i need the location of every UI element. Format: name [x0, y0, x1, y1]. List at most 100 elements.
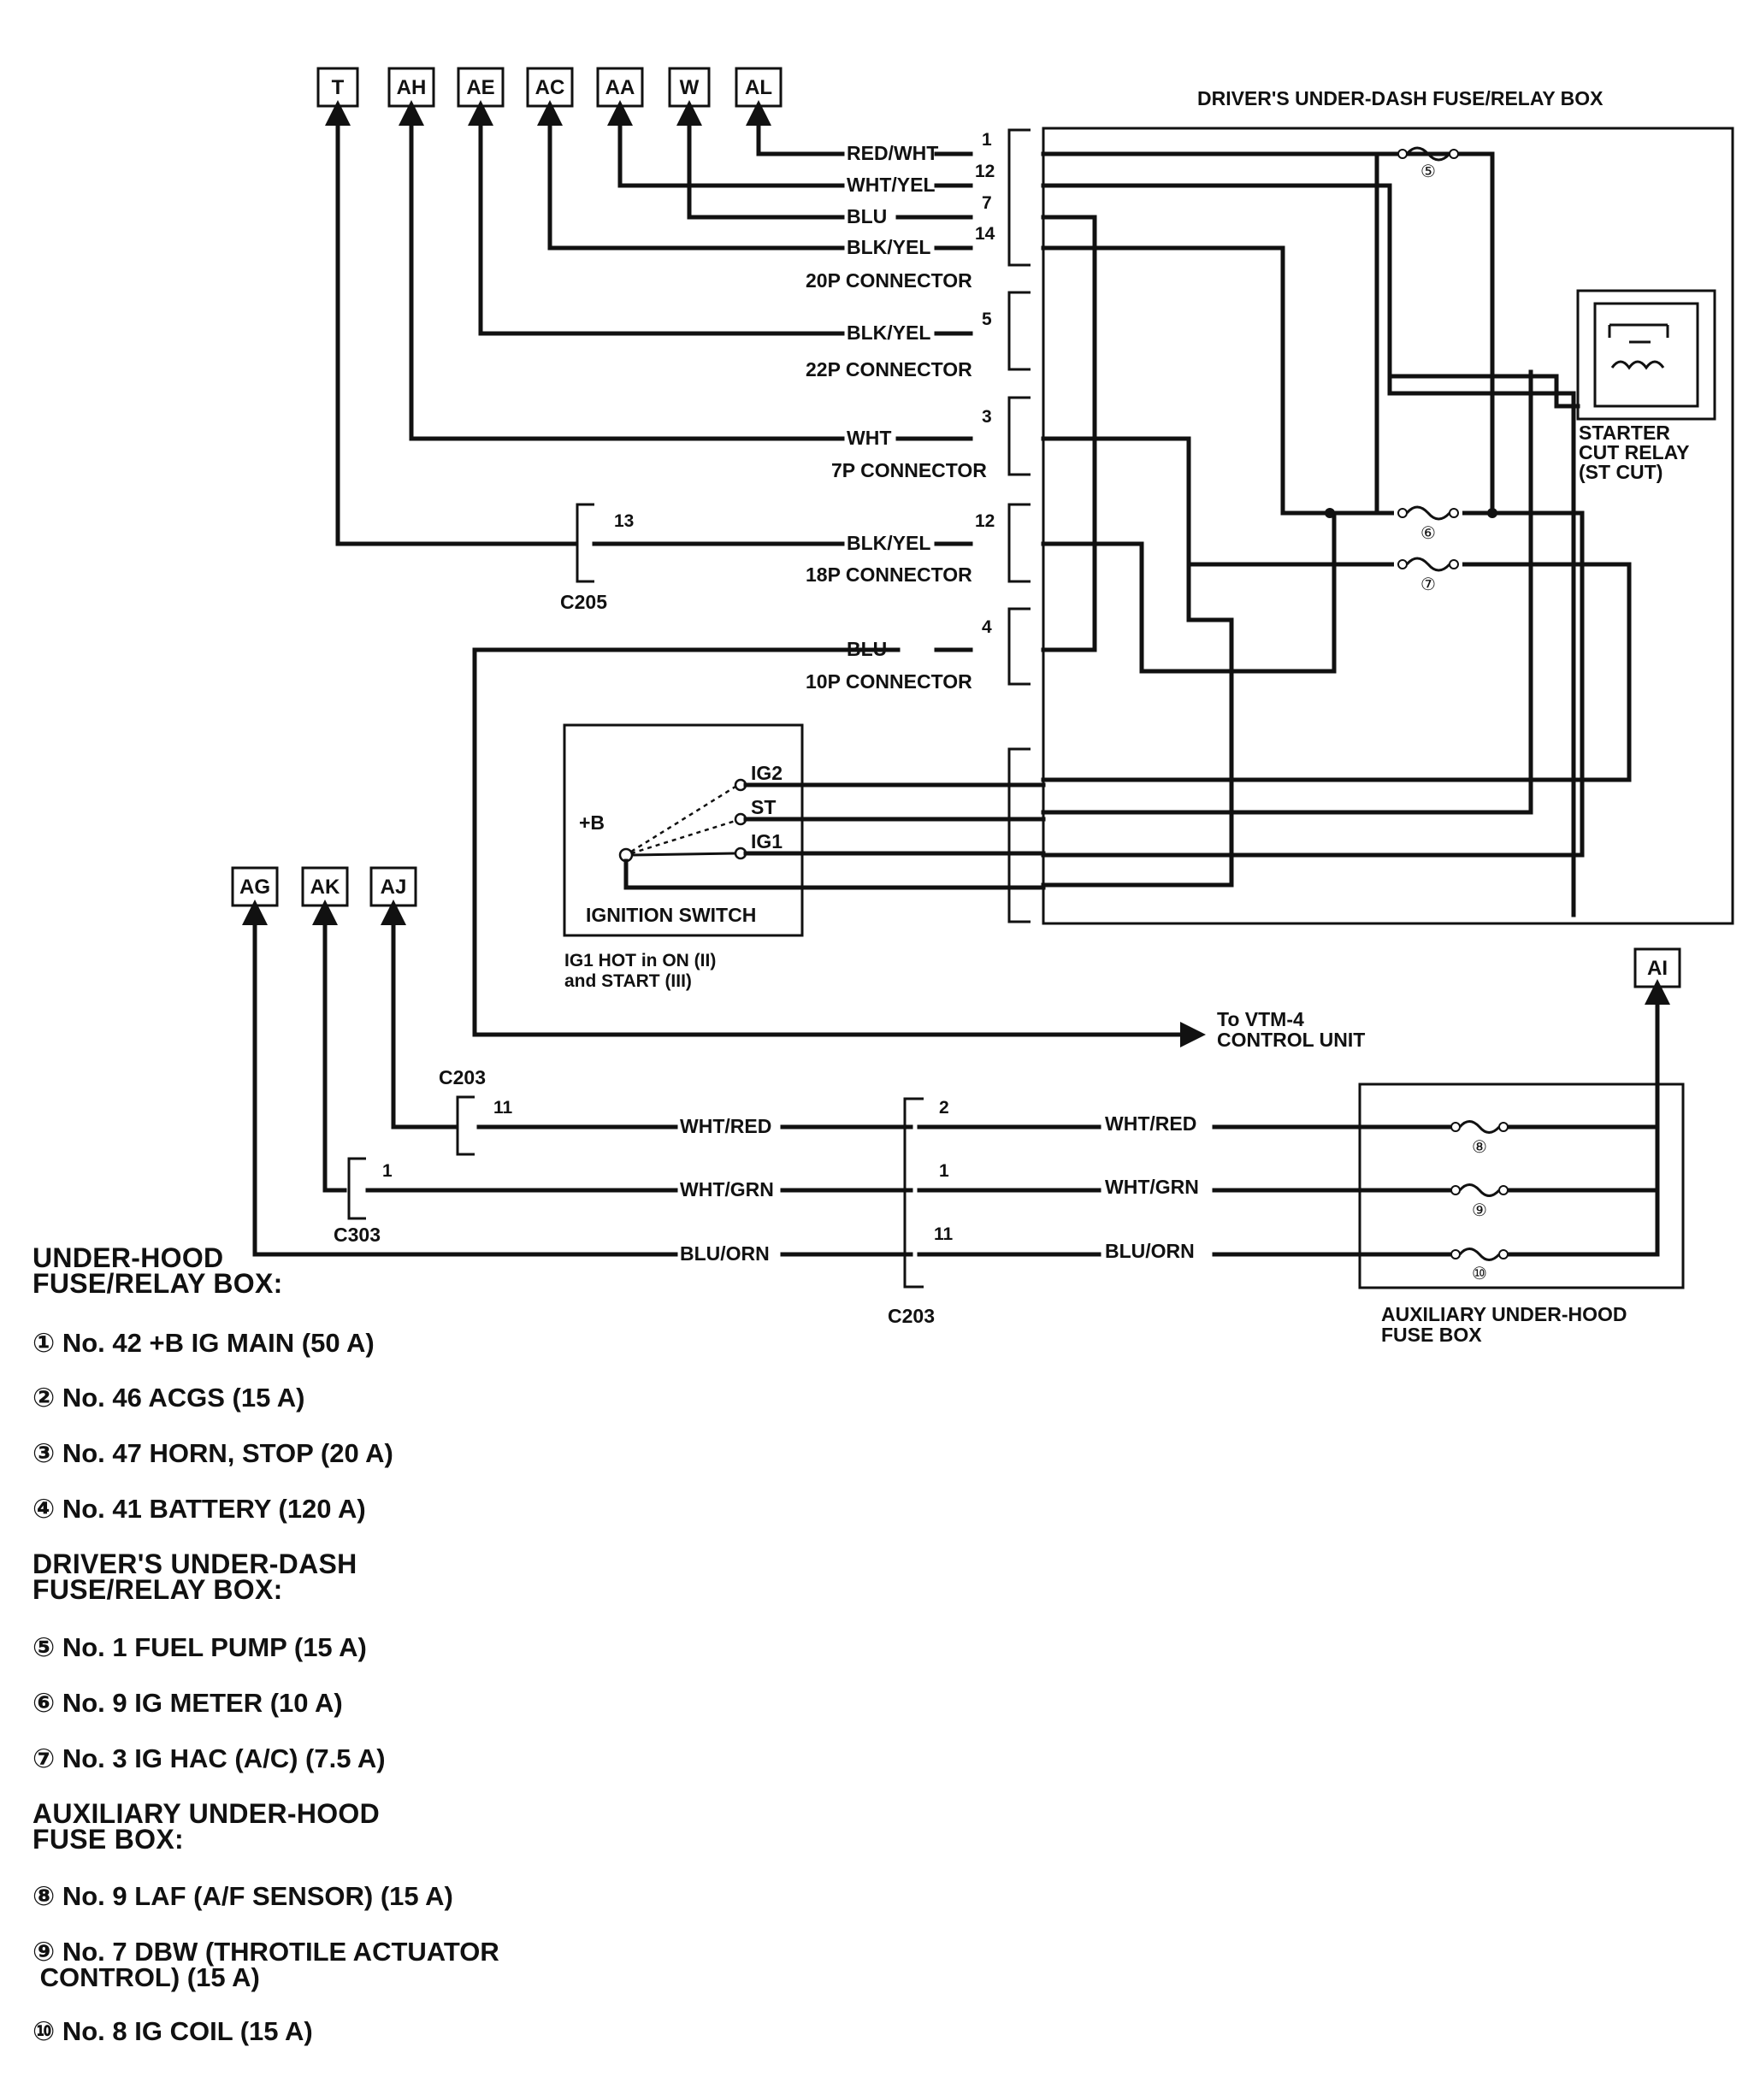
connector-7p — [1007, 396, 1031, 476]
wire-blk-yel-t — [325, 100, 577, 546]
terminal-ae: AE — [457, 67, 505, 108]
legend-under-hood-title: UNDER-HOOD FUSE/RELAY BOX: — [32, 1242, 283, 1299]
pin-4: 4 — [982, 617, 992, 637]
terminal-ah: AH — [387, 67, 435, 108]
svg-text:CONTROL UNIT: CONTROL UNIT — [1217, 1029, 1365, 1051]
ignition-switch-title: IGNITION SWITCH — [586, 904, 756, 926]
wire-blu-orn — [242, 900, 678, 1257]
svg-text:AA: AA — [605, 76, 635, 99]
fuse-8: ⑧ — [1450, 1120, 1509, 1157]
pin-12: 12 — [975, 162, 995, 181]
wire-wht-grn — [312, 900, 347, 1193]
connector-22p — [1007, 291, 1031, 371]
pin-1: 1 — [982, 130, 992, 150]
aux-box-label: AUXILIARY UNDER-HOOD FUSE BOX — [1381, 1303, 1627, 1346]
svg-text:AUXILIARY UNDER-HOOD: AUXILIARY UNDER-HOOD — [1381, 1303, 1627, 1325]
wire-wht-yel — [607, 100, 845, 188]
label-10p: 10P CONNECTOR — [806, 670, 972, 693]
terminal-ac: AC — [526, 67, 574, 108]
svg-text:AK: AK — [310, 876, 340, 899]
svg-text:To VTM-4: To VTM-4 — [1217, 1008, 1304, 1030]
ign-st: ST — [751, 796, 776, 818]
pin-7: 7 — [982, 193, 992, 213]
connector-c205 — [576, 503, 594, 583]
svg-text:AH: AH — [397, 76, 427, 99]
svg-text:⑧: ⑧ — [1472, 1138, 1487, 1157]
label-c303: C303 — [334, 1224, 381, 1246]
wire-label-blu-orn-l: BLU/ORN — [680, 1242, 770, 1265]
pin-c303-1: 1 — [382, 1161, 393, 1181]
pin-c203b-11: 11 — [934, 1224, 954, 1244]
pin-14: 14 — [975, 224, 995, 244]
pin-5: 5 — [982, 310, 992, 329]
svg-text:T: T — [332, 76, 345, 99]
wire-label-blk-yel: BLK/YEL — [847, 236, 930, 258]
legend-item-5: ⑤ No. 1 FUEL PUMP (15 A) — [32, 1632, 367, 1662]
legend-item-6: ⑥ No. 9 IG METER (10 A) — [32, 1688, 343, 1718]
label-c203-bottom: C203 — [888, 1305, 935, 1327]
legend-item-10: ⑩ No. 8 IG COIL (15 A) — [32, 2016, 313, 2046]
wire-label-wht-yel: WHT/YEL — [847, 174, 936, 196]
wire-label-wht-red-r: WHT/RED — [1105, 1112, 1196, 1135]
terminal-ai: AI — [1633, 947, 1681, 988]
svg-text:AL: AL — [745, 76, 772, 99]
svg-text:AJ: AJ — [381, 876, 407, 899]
fuse-7-mark: ⑦ — [1420, 575, 1436, 594]
label-7p: 7P CONNECTOR — [831, 459, 987, 481]
wire-label-wht: WHT — [847, 427, 891, 449]
relay-label: STARTER CUT RELAY (ST CUT) — [1579, 422, 1690, 483]
under-dash-box-title: DRIVER'S UNDER-DASH FUSE/RELAY BOX — [1197, 87, 1603, 109]
legend-item-3: ③ No. 47 HORN, STOP (20 A) — [32, 1438, 393, 1468]
connector-18p — [1007, 503, 1031, 583]
starter-cut-relay — [1576, 289, 1716, 421]
wire-label-wht-grn-r: WHT/GRN — [1105, 1176, 1199, 1198]
wire-blk-yel-ac — [537, 100, 845, 251]
wire-red-wht — [746, 100, 845, 156]
connector-c203-bottom — [903, 1097, 924, 1289]
legend-item-4: ④ No. 41 BATTERY (120 A) — [32, 1494, 366, 1524]
pin-3: 3 — [982, 407, 992, 427]
wire-label-blu-orn-r: BLU/ORN — [1105, 1240, 1195, 1262]
svg-text:⑨: ⑨ — [1472, 1201, 1487, 1220]
terminal-aj: AJ — [369, 866, 417, 907]
connector-c303 — [347, 1157, 366, 1220]
connector-20p — [1007, 128, 1031, 267]
pin-12b: 12 — [975, 511, 995, 531]
svg-text:(ST CUT): (ST CUT) — [1579, 461, 1663, 483]
ignition-note: IG1 HOT in ON (II) and START (III) — [564, 951, 716, 991]
svg-text:AG: AG — [239, 876, 270, 899]
ignition-switch — [563, 723, 804, 937]
svg-text:and START (III): and START (III) — [564, 971, 692, 991]
svg-text:CUT RELAY: CUT RELAY — [1579, 441, 1690, 463]
legend-item-7: ⑦ No. 3 IG HAC (A/C) (7.5 A) — [32, 1743, 386, 1773]
terminal-ag: AG — [231, 866, 279, 907]
svg-text:AI: AI — [1647, 957, 1668, 980]
pin-c203b-2: 2 — [939, 1098, 949, 1118]
wire-blu-vtm — [472, 647, 1206, 1047]
svg-text:⑩: ⑩ — [1472, 1265, 1487, 1283]
ign-plus-b: +B — [579, 811, 605, 834]
wire-label-blu: BLU — [847, 205, 887, 227]
aux-fuse-box — [1358, 1082, 1685, 1289]
fuse-5-mark: ⑤ — [1420, 162, 1436, 181]
terminal-al: AL — [735, 67, 783, 108]
wire-label-blk-yel-3: BLK/YEL — [847, 532, 930, 554]
label-20p: 20P CONNECTOR — [806, 269, 972, 292]
connector-ign — [1007, 747, 1031, 923]
svg-text:STARTER: STARTER — [1579, 422, 1670, 444]
connector-10p — [1007, 607, 1031, 686]
svg-text:AC: AC — [535, 76, 565, 99]
label-c203-top: C203 — [439, 1066, 486, 1088]
terminal-t: T — [316, 67, 359, 108]
fuse-9: ⑨ — [1450, 1183, 1509, 1220]
label-c205: C205 — [560, 591, 607, 613]
svg-text:IG1 HOT in ON (II): IG1 HOT in ON (II) — [564, 951, 716, 970]
pin-c203b-1: 1 — [939, 1161, 949, 1181]
terminal-ak: AK — [301, 866, 349, 907]
under-dash-fuse-box — [1042, 127, 1734, 925]
legend-aux-title: AUXILIARY UNDER-HOOD FUSE BOX: — [32, 1798, 381, 1855]
wire-wht-ah — [399, 100, 845, 441]
pin-13: 13 — [614, 511, 634, 531]
svg-text:W: W — [680, 76, 700, 99]
